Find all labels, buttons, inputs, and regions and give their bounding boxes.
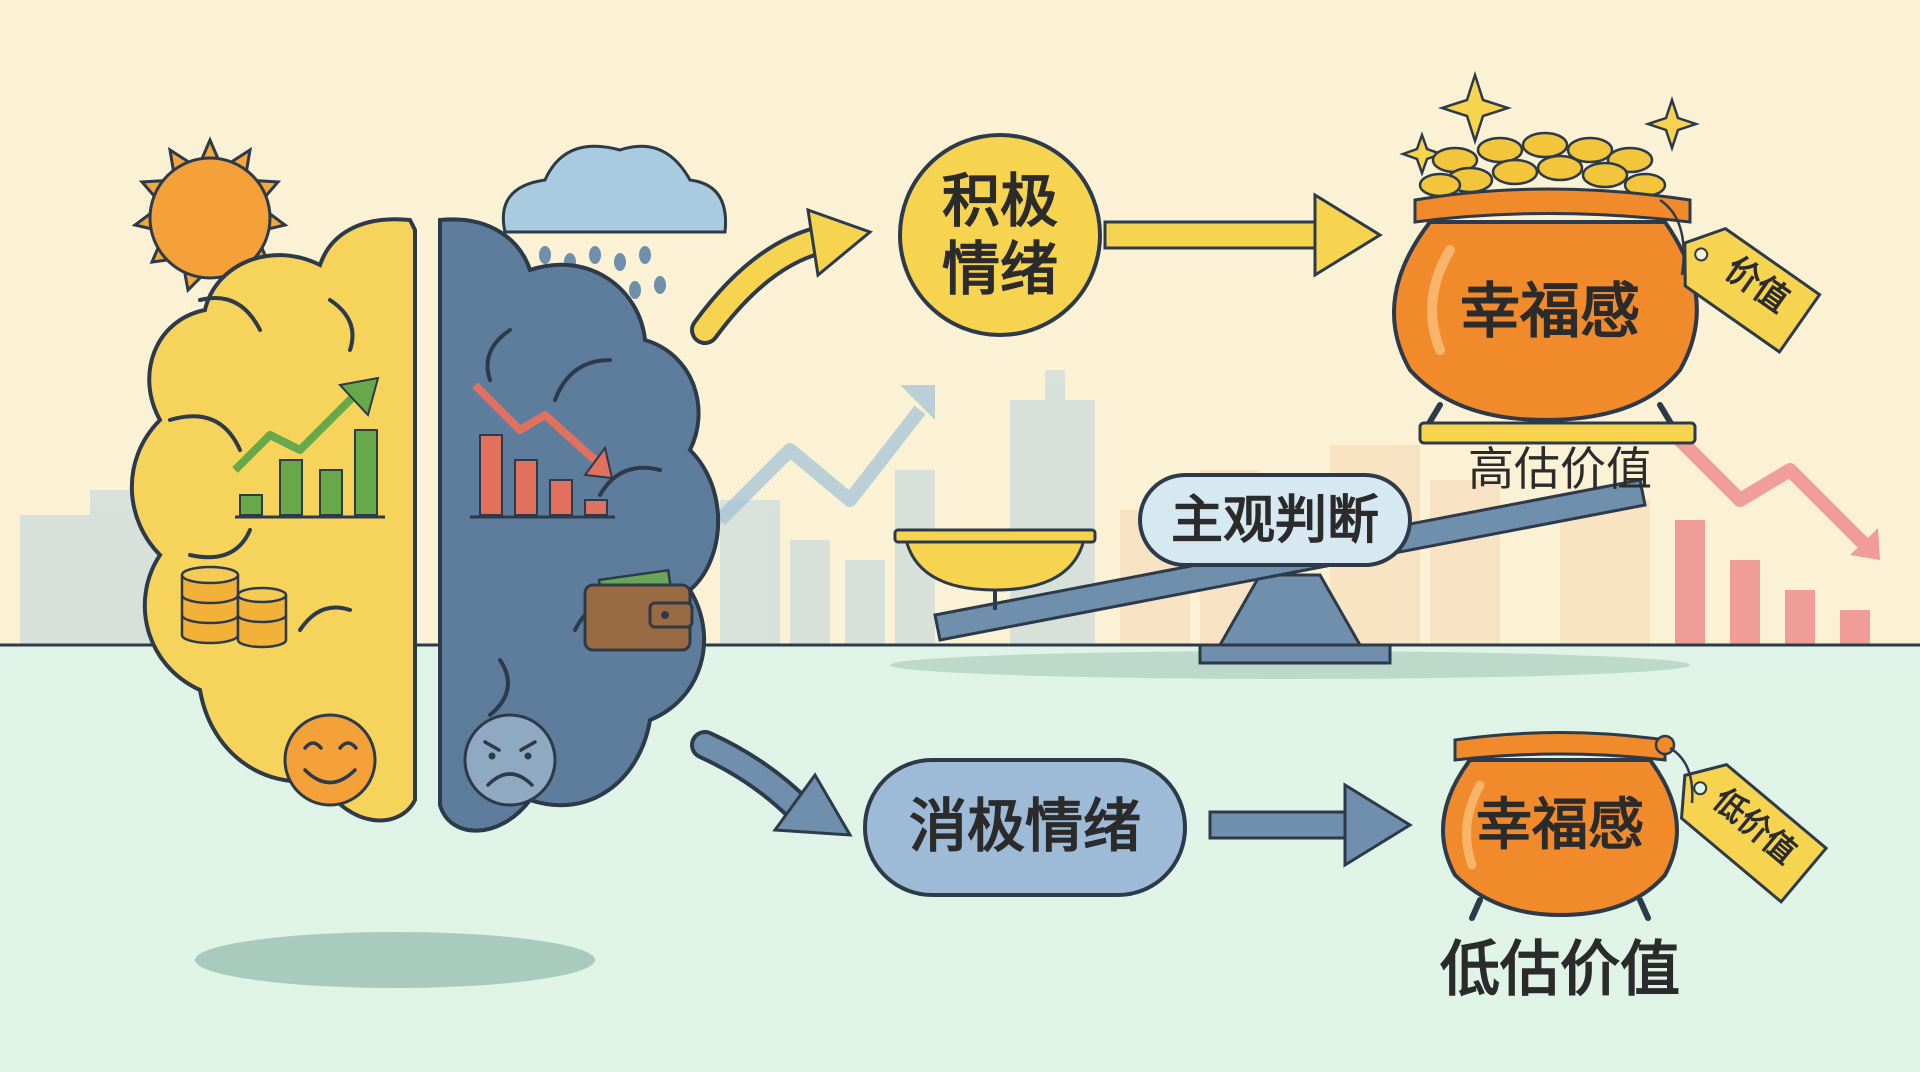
negative-curve-arrow	[690, 730, 853, 837]
positive-emotion-circle	[898, 133, 1102, 337]
subjective-judgment-pill	[1138, 473, 1412, 567]
subjective-judgment-label: 主观判断	[1170, 491, 1379, 551]
positive-straight-arrow	[1103, 192, 1383, 278]
positive-curve-arrow	[690, 207, 873, 345]
negative-emotion-label: 消极情绪	[908, 792, 1141, 860]
brain-shadow	[195, 932, 595, 988]
gold-pot-icon	[1392, 131, 1699, 445]
coin-stack-icon	[180, 565, 288, 649]
positive-emotion-label-line2: 情绪	[941, 235, 1058, 303]
price-tag-small-icon	[1679, 762, 1829, 904]
falling-chart-icon	[470, 382, 615, 519]
background-rising-chart-icon	[715, 385, 935, 525]
background-falling-chart-icon	[1675, 435, 1880, 645]
happiness-label-top: 幸福感	[1460, 277, 1640, 347]
rising-chart-icon	[232, 376, 385, 519]
happiness-label-bottom: 幸福感	[1476, 793, 1644, 858]
wallet-icon	[583, 568, 694, 652]
positive-emotion-label-line1: 积极	[941, 167, 1058, 235]
negative-straight-arrow	[1208, 782, 1413, 868]
sun-icon	[131, 136, 289, 294]
sad-face-icon	[463, 713, 557, 807]
gold-pot-small-icon	[1441, 731, 1679, 921]
sparkle-icon	[1399, 70, 1700, 177]
price-tag-string	[1659, 198, 1685, 276]
happy-face-icon	[283, 713, 377, 807]
price-tag-small-string	[1669, 746, 1694, 804]
undervalue-label: 低估价值	[1440, 935, 1680, 1005]
price-tag-icon	[1683, 226, 1822, 355]
negative-emotion-pill	[863, 758, 1187, 897]
overvalue-label: 高估价值	[1468, 442, 1652, 496]
